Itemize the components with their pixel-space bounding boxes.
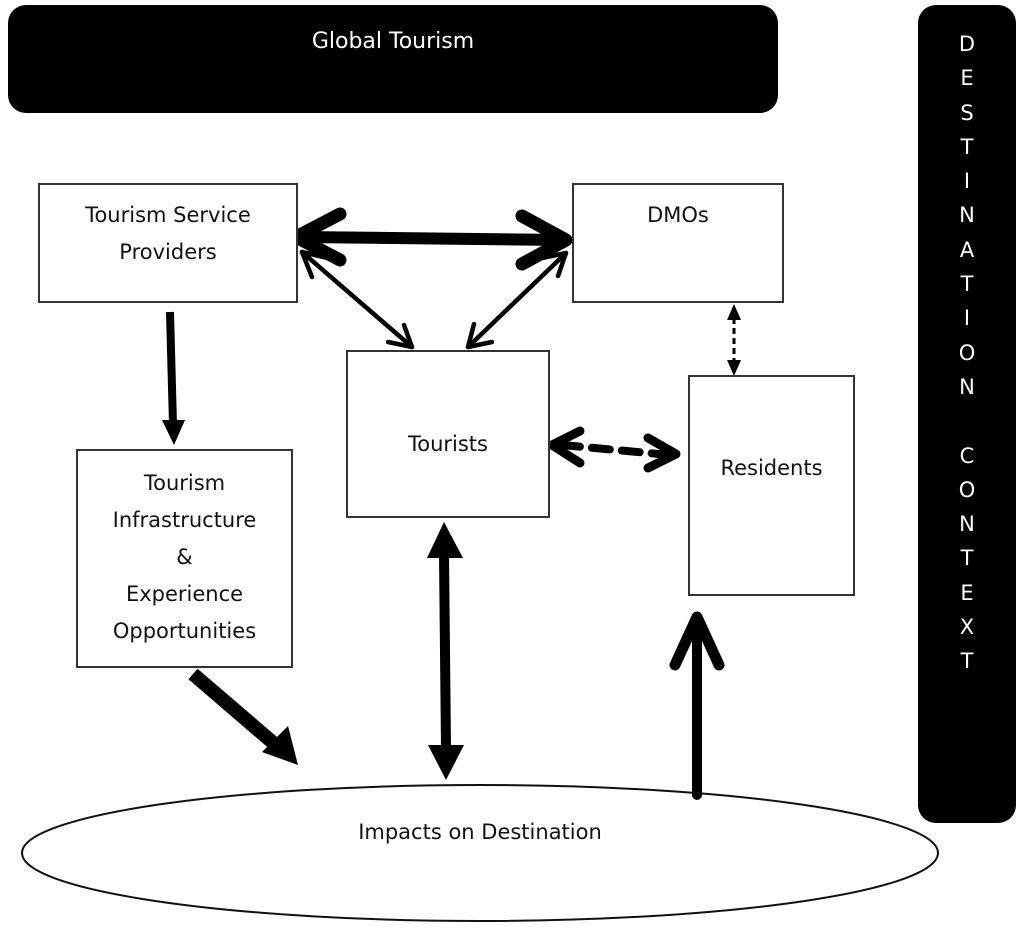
context-letter: I: [963, 169, 971, 194]
impacts-ellipse: [21, 784, 939, 922]
tourists-impacts-arrow: [427, 522, 464, 780]
context-letter: D: [958, 32, 976, 56]
node-label-line: DMOs: [647, 203, 709, 227]
node-label-line: Providers: [119, 240, 217, 264]
context-letter: N: [959, 512, 975, 537]
node-tourism-infrastructure: Tourism Infrastructure & Experience Oppo…: [76, 449, 293, 668]
dmo-residents-arrow: [727, 304, 741, 376]
node-label-line: Infrastructure: [112, 508, 257, 532]
context-letter: E: [960, 66, 974, 91]
context-letter: E: [960, 580, 974, 605]
global-tourism-banner: Global Tourism: [8, 5, 778, 113]
context-letter: T: [960, 272, 974, 297]
context-letter: T: [960, 546, 974, 571]
context-letter: A: [959, 237, 975, 262]
context-letter: C: [959, 443, 975, 468]
node-label-line: Tourists: [407, 432, 488, 456]
node-label-line: Opportunities: [112, 619, 257, 643]
node-label-line: Tourism Service: [85, 203, 251, 227]
context-letter: T: [960, 134, 974, 159]
node-label-line: Experience: [125, 582, 244, 606]
tsp-tourists-arrow: [299, 249, 415, 350]
destination-context-letters: D E S T I N A T I O N C O N T E X T: [918, 27, 1016, 679]
node-label-line: &: [176, 545, 193, 569]
context-letter: I: [963, 306, 971, 331]
context-letter: T: [960, 649, 974, 674]
node-dmos: DMOs: [572, 183, 784, 303]
node-label-line: Tourism: [143, 471, 226, 495]
node-residents: Residents: [688, 375, 855, 596]
impacts-residents-arrow: [669, 611, 725, 800]
context-letter: N: [959, 374, 975, 399]
dmo-tourists-arrow: [465, 250, 569, 350]
tourists-residents-arrow: [547, 426, 681, 473]
node-label-line: Residents: [720, 456, 823, 480]
context-letter: X: [959, 615, 975, 640]
context-letter: N: [959, 203, 975, 228]
infra-impacts-arrow: [188, 668, 298, 765]
global-tourism-label: Global Tourism: [311, 29, 475, 54]
node-tourists: Tourists: [346, 350, 550, 518]
context-letter: O: [958, 477, 976, 502]
impacts-on-destination-label: Impacts on Destination: [358, 820, 602, 844]
destination-context-bar: D E S T I N A T I O N C O N T E X T: [918, 5, 1016, 823]
tsp-dmo-arrow: [289, 207, 573, 271]
tsp-infra-arrow: [162, 311, 185, 445]
context-letter: S: [960, 100, 974, 125]
context-letter: O: [958, 340, 976, 365]
node-tourism-service-providers: Tourism Service Providers: [38, 183, 298, 303]
